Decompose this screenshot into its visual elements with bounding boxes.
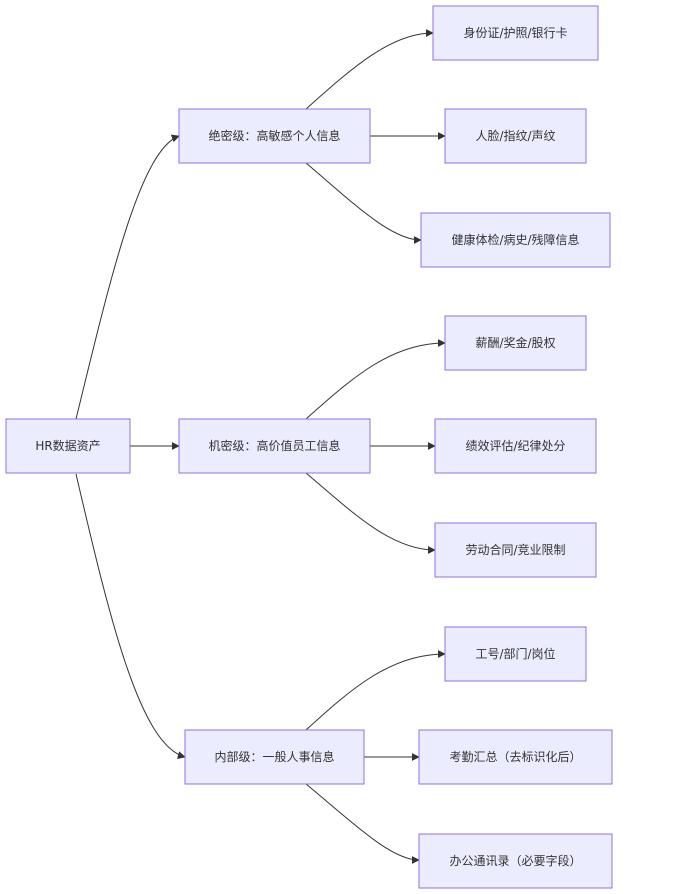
leaf-node-label: 绩效评估/纪律处分 (465, 438, 565, 453)
leaf-node-biometrics: 人脸/指纹/声纹 (444, 108, 587, 164)
leaf-node-label: 人脸/指纹/声纹 (475, 128, 555, 143)
root-node: HR数据资产 (5, 418, 131, 474)
edge-lvl2-to-l2c3 (305, 472, 436, 554)
level-node-top-secret: 绝密级：高敏感个人信息 (178, 108, 371, 164)
leaf-node-compensation: 薪酬/奖金/股权 (444, 315, 587, 371)
level-node-confidential: 机密级：高价值员工信息 (178, 418, 371, 474)
edge-root-to-lvl3 (75, 473, 186, 759)
level-node-internal: 内部级：一般人事信息 (184, 729, 365, 785)
leaf-node-contract: 劳动合同/竞业限制 (434, 522, 597, 578)
leaf-node-label: 工号/部门/岗位 (475, 646, 555, 661)
leaf-node-health: 健康体检/病史/残障信息 (420, 212, 611, 268)
leaf-node-label: 健康体检/病史/残障信息 (451, 232, 579, 247)
leaf-node-performance: 绩效评估/纪律处分 (434, 418, 597, 474)
level-node-label: 内部级：一般人事信息 (214, 749, 334, 764)
leaf-node-label: 薪酬/奖金/股权 (475, 335, 555, 350)
edge-lvl3-to-l3c1 (305, 650, 446, 731)
leaf-node-employee-dept-position: 工号/部门/岗位 (444, 626, 587, 682)
edge-lvl1-to-l1c1 (305, 29, 434, 110)
leaf-node-id-passport-bankcard: 身份证/护照/银行卡 (432, 5, 599, 61)
leaf-node-attendance: 考勤汇总（去标识化后） (418, 729, 613, 785)
root-node-label: HR数据资产 (35, 438, 100, 453)
level-node-label: 绝密级：高敏感个人信息 (208, 128, 340, 143)
edge-root-to-lvl1 (75, 134, 180, 420)
edge-lvl3-to-l3c3 (305, 783, 420, 864)
leaf-node-directory: 办公通讯录（必要字段） (418, 833, 613, 889)
leaf-node-label: 劳动合同/竞业限制 (465, 542, 565, 557)
leaf-node-label: 身份证/护照/银行卡 (463, 25, 567, 40)
leaf-node-label: 办公通讯录（必要字段） (449, 853, 581, 868)
leaf-node-label: 考勤汇总（去标识化后） (449, 750, 581, 764)
level-node-label: 机密级：高价值员工信息 (208, 438, 340, 453)
edge-lvl2-to-l2c1 (305, 339, 446, 420)
edge-lvl1-to-l1c3 (305, 162, 422, 244)
